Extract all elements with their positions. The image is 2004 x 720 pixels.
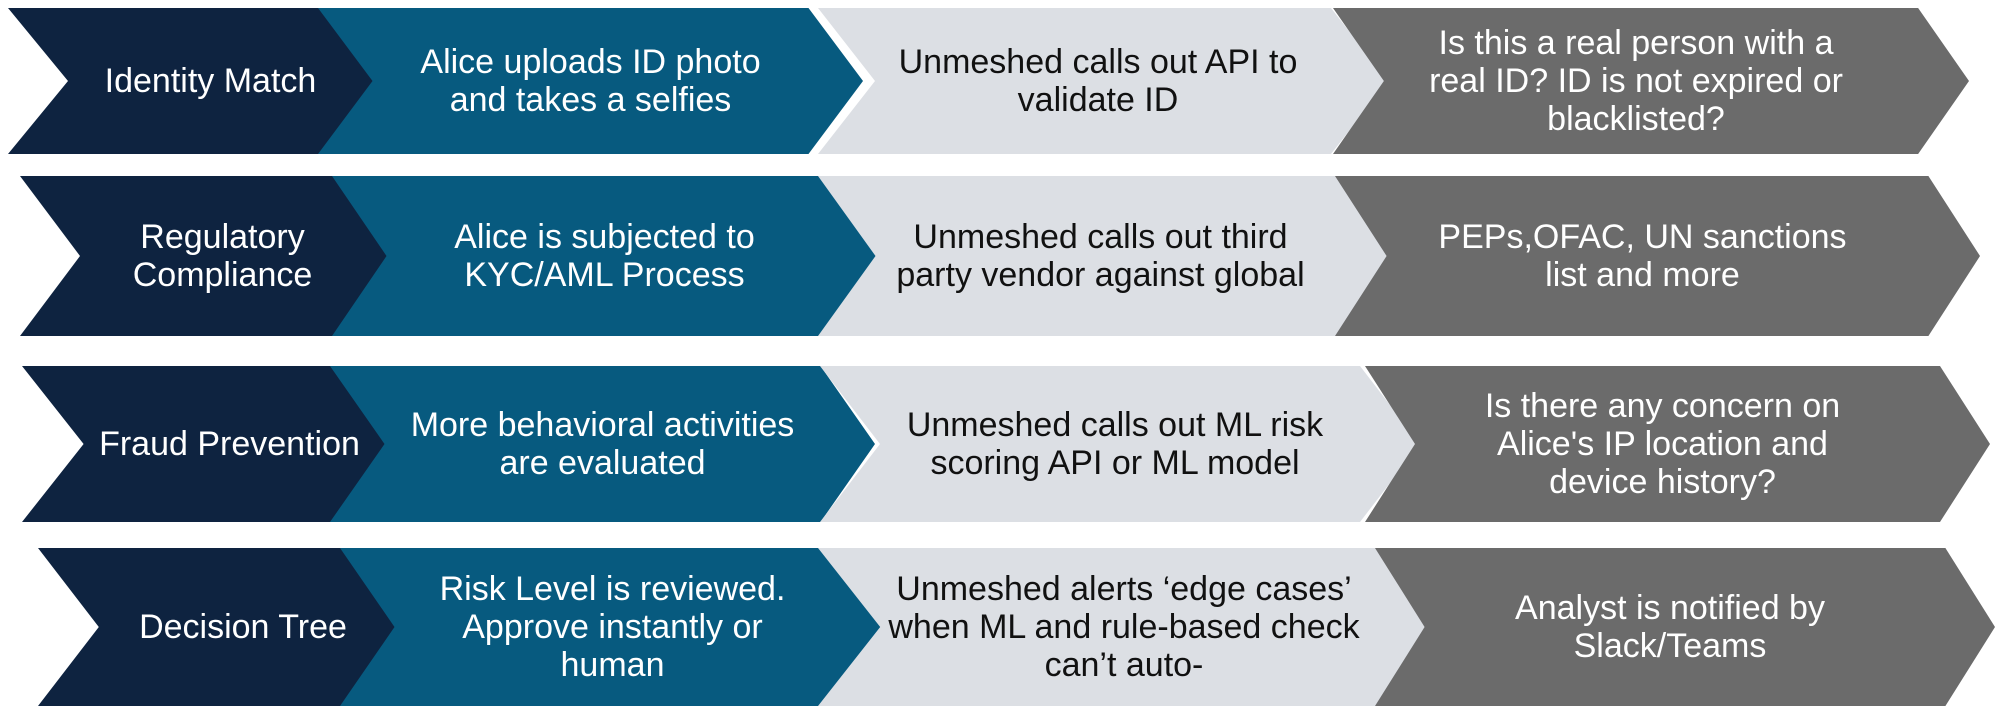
system-fraud-prevention: Unmeshed calls out ML risk scoring API o…: [820, 366, 1420, 522]
action-label: Alice uploads ID photo and takes a selfi…: [420, 42, 761, 119]
stage-label: Decision Tree: [139, 607, 347, 646]
action-fraud-prevention: More behavioral activities are evaluated: [330, 366, 875, 522]
check-fraud-prevention: Is there any concern on Alice's IP locat…: [1365, 366, 1990, 522]
check-label: Analyst is notified by Slack/Teams: [1515, 588, 1825, 665]
stage-label: Identity Match: [104, 61, 317, 100]
action-label: Risk Level is reviewed. Approve instantl…: [439, 569, 786, 685]
check-identity-match: Is this a real person with a real ID? ID…: [1333, 8, 1969, 154]
system-label: Unmeshed calls out third party vendor ag…: [896, 217, 1305, 294]
row-regulatory-compliance: Regulatory Compliance Alice is subjected…: [0, 176, 2004, 336]
system-label: Unmeshed calls out ML risk scoring API o…: [906, 405, 1324, 482]
check-label: Is there any concern on Alice's IP locat…: [1484, 386, 1841, 502]
action-identity-match: Alice uploads ID photo and takes a selfi…: [318, 8, 863, 154]
check-label: Is this a real person with a real ID? ID…: [1429, 23, 1843, 139]
action-label: Alice is subjected to KYC/AML Process: [454, 217, 755, 294]
stage-fraud-prevention: Fraud Prevention: [22, 366, 407, 522]
check-label: PEPs,OFAC, UN sanctions list and more: [1438, 217, 1847, 294]
system-label: Unmeshed alerts ‘edge cases’ when ML and…: [888, 569, 1360, 685]
stage-label: Fraud Prevention: [99, 424, 360, 463]
system-label: Unmeshed calls out API to validate ID: [898, 42, 1298, 119]
action-regulatory-compliance: Alice is subjected to KYC/AML Process: [332, 176, 877, 336]
row-identity-match: Identity Match Alice uploads ID photo an…: [0, 8, 2004, 154]
stage-identity-match: Identity Match: [8, 8, 383, 154]
system-identity-match: Unmeshed calls out API to validate ID: [818, 8, 1388, 154]
stage-label: Regulatory Compliance: [132, 217, 313, 294]
system-regulatory-compliance: Unmeshed calls out third party vendor ag…: [818, 176, 1393, 336]
check-regulatory-compliance: PEPs,OFAC, UN sanctions list and more: [1335, 176, 1980, 336]
row-fraud-prevention: Fraud Prevention More behavioral activit…: [0, 366, 2004, 522]
system-decision-tree: Unmeshed alerts ‘edge cases’ when ML and…: [818, 548, 1440, 706]
action-decision-tree: Risk Level is reviewed. Approve instantl…: [340, 548, 885, 706]
row-decision-tree: Decision Tree Risk Level is reviewed. Ap…: [0, 548, 2004, 706]
action-label: More behavioral activities are evaluated: [410, 405, 795, 482]
check-decision-tree: Analyst is notified by Slack/Teams: [1375, 548, 1995, 706]
stage-decision-tree: Decision Tree: [38, 548, 418, 706]
stage-regulatory-compliance: Regulatory Compliance: [20, 176, 395, 336]
